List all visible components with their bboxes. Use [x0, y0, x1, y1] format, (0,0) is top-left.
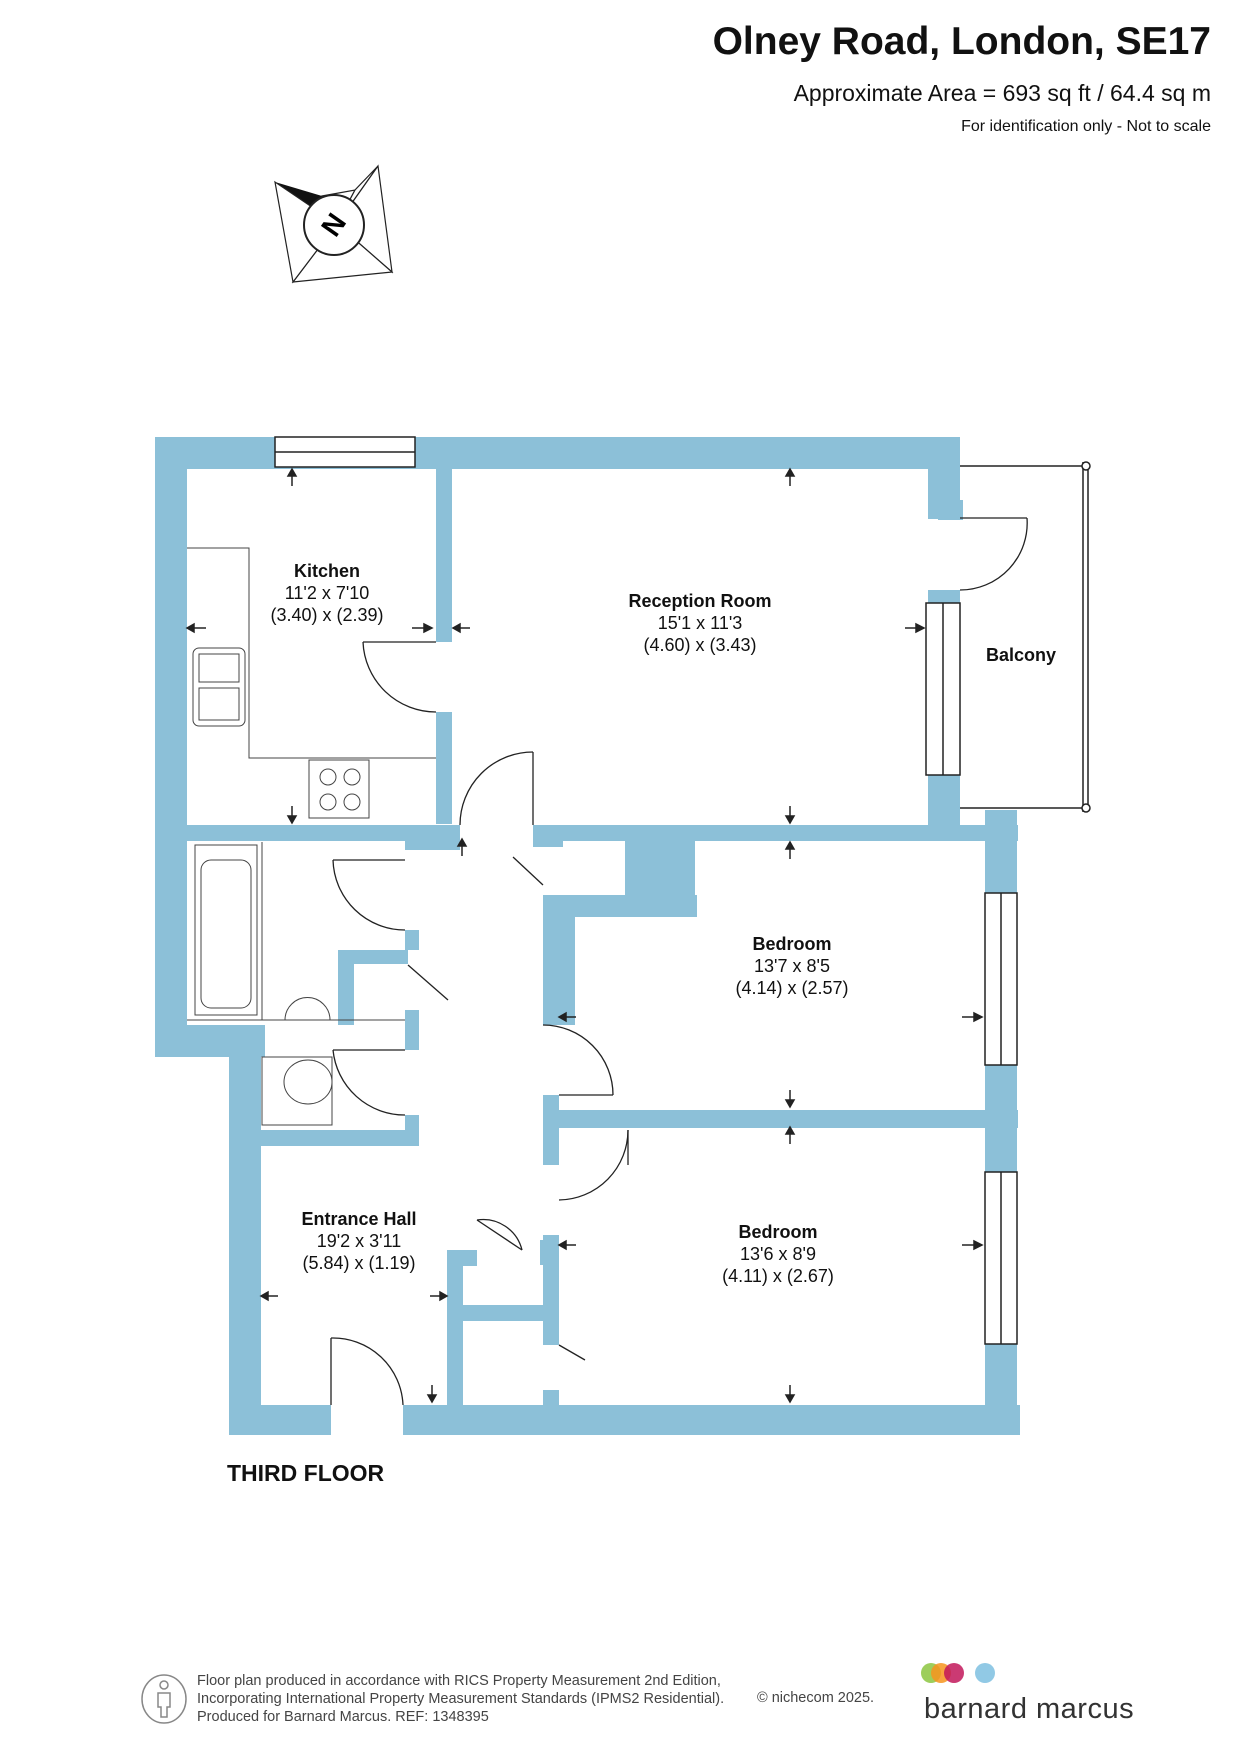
room-size-imperial: 11'2 x 7'10 — [284, 583, 370, 603]
room-name: Entrance Hall — [301, 1209, 417, 1229]
windows — [274, 436, 1018, 1345]
kitchen-fittings — [187, 547, 436, 819]
room-size-metric: (3.40) x (2.39) — [270, 605, 384, 625]
bathroom-fittings — [187, 842, 405, 1126]
room-balcony: Balcony — [986, 644, 1056, 666]
room-name: Balcony — [985, 645, 1057, 665]
room-bedroom-2: Bedroom 13'6 x 8'9 (4.11) x (2.67) — [722, 1221, 834, 1287]
room-size-metric: (4.14) x (2.57) — [735, 978, 849, 998]
room-size-imperial: 15'1 x 11'3 — [657, 613, 743, 633]
room-size-metric: (5.84) x (1.19) — [302, 1253, 416, 1273]
copyright: © nichecom 2025. — [757, 1690, 875, 1706]
room-reception: Reception Room 15'1 x 11'3 (4.60) x (3.4… — [628, 590, 771, 656]
approximate-area: Approximate Area = 693 sq ft / 64.4 sq m — [793, 80, 1211, 106]
room-bedroom-1: Bedroom 13'7 x 8'5 (4.14) x (2.57) — [735, 933, 848, 999]
brand-name: barnard marcus — [924, 1693, 1135, 1725]
footer-line: Floor plan produced in accordance with R… — [197, 1673, 721, 1689]
footer-line: Incorporating International Property Mea… — [197, 1691, 725, 1707]
footer-line: Produced for Barnard Marcus. REF: 134839… — [197, 1709, 489, 1725]
doors — [330, 517, 1028, 1406]
page-title: Olney Road, London, SE17 — [712, 20, 1211, 63]
room-name: Bedroom — [752, 934, 832, 954]
room-size-metric: (4.60) x (3.43) — [643, 635, 757, 655]
footer-disclaimer: Floor plan produced in accordance with R… — [197, 1672, 724, 1726]
dimension-markers — [185, 467, 984, 1404]
brand-logo-dots — [921, 1663, 995, 1683]
room-kitchen: Kitchen 11'2 x 7'10 (3.40) x (2.39) — [270, 560, 383, 626]
room-name: Kitchen — [293, 561, 361, 581]
room-size-metric: (4.11) x (2.67) — [722, 1266, 834, 1286]
room-size-imperial: 13'6 x 8'9 — [740, 1244, 816, 1264]
room-size-imperial: 19'2 x 3'11 — [316, 1231, 402, 1251]
person-icon — [141, 1674, 187, 1724]
floor-label: THIRD FLOOR — [227, 1460, 385, 1486]
room-size-imperial: 13'7 x 8'5 — [754, 956, 830, 976]
room-name: Reception Room — [628, 591, 772, 611]
identification-note: For identification only - Not to scale — [961, 118, 1211, 135]
room-name: Bedroom — [738, 1222, 818, 1242]
compass-icon: N — [274, 164, 394, 284]
room-entrance-hall: Entrance Hall 19'2 x 3'11 (5.84) x (1.19… — [301, 1208, 416, 1274]
balcony-outline — [960, 461, 1091, 813]
